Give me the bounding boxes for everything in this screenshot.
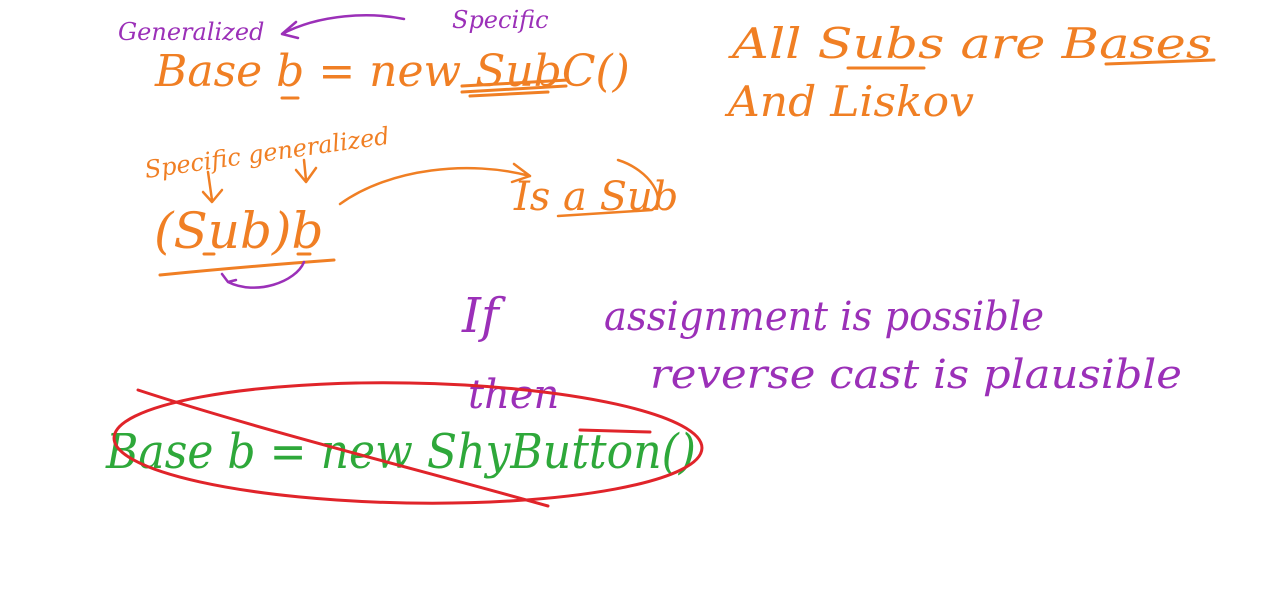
underline-bases	[1104, 58, 1216, 66]
note-assignment-possible: assignment is possible	[604, 294, 1044, 340]
note-reverse-cast-plausible: reverse cast is plausible	[650, 352, 1182, 398]
red-strike	[136, 388, 550, 508]
note-if: If	[461, 288, 506, 344]
bracket-is-a-sub	[556, 158, 660, 218]
red-circle	[112, 381, 704, 505]
note-all-subs-are-bases: All Subs are Bases	[727, 19, 1212, 68]
note-line1: Base b = new SubC()	[154, 46, 630, 97]
note-then: then	[468, 372, 559, 418]
note-crossed-example: Base b = new ShyButton()	[105, 424, 696, 480]
arrow-cast-back	[220, 260, 306, 289]
arrow-down-generalized	[294, 158, 318, 184]
note-and-liskov: And Liskov	[724, 77, 974, 126]
underline-subc	[460, 78, 570, 98]
arrow-specific-to-generalized	[280, 14, 406, 40]
note-specific-top: Specific	[452, 6, 549, 34]
red-strike-tail	[578, 428, 652, 434]
arrow-down-specific	[201, 170, 224, 204]
underline-cast	[158, 258, 336, 277]
note-cast-expr: (Sub)b	[154, 202, 323, 260]
note-generalized: Generalized	[118, 18, 264, 46]
arrow-to-is-a-sub	[338, 162, 532, 206]
note-specific-generalized: Specific generalized	[143, 122, 391, 184]
